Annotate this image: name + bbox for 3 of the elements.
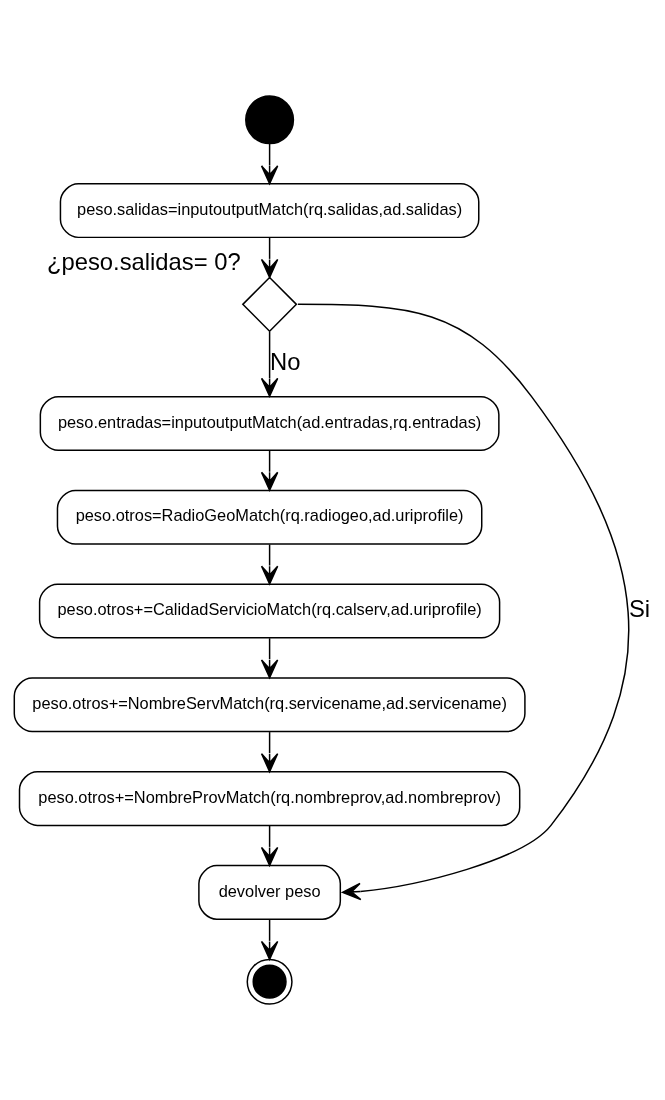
edge-label: No xyxy=(270,347,301,375)
node-label: ¿peso.salidas= 0? xyxy=(46,247,241,275)
edge-label: Si xyxy=(628,594,651,622)
